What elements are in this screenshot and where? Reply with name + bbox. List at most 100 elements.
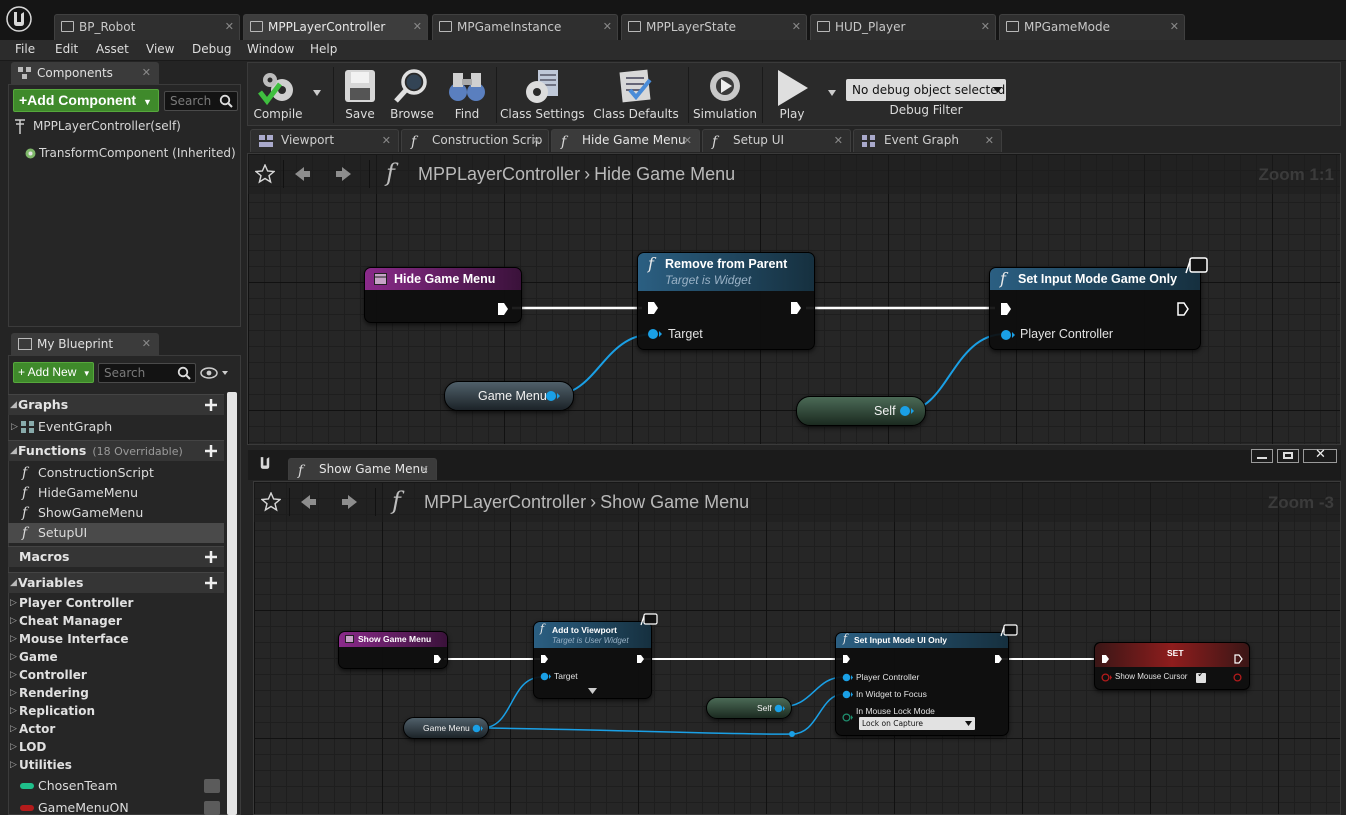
close-icon[interactable]: ✕ [141, 66, 151, 79]
minimize-window-button[interactable] [1251, 449, 1273, 463]
variable-item-chosenteam[interactable]: ChosenTeam [8, 776, 224, 796]
bool-pin-out[interactable] [1233, 673, 1243, 682]
simulation-button[interactable]: Simulation [692, 63, 758, 127]
chevron-down-icon[interactable] [827, 89, 837, 97]
object-pin-in[interactable] [842, 673, 854, 682]
object-pin-out[interactable] [545, 390, 561, 402]
object-pin-out[interactable] [899, 405, 915, 417]
tab-event-graph[interactable]: Event Graph ✕ [853, 129, 1002, 152]
function-item-setupui[interactable]: f SetupUI [8, 523, 224, 543]
exec-pin-out[interactable] [1234, 654, 1243, 664]
doc-tab-hud-player[interactable]: HUD_Player ✕ [810, 14, 996, 40]
show-mouse-cursor-checkbox[interactable]: ✓ [1196, 669, 1206, 683]
debug-object-select[interactable]: No debug object selected [846, 79, 1006, 101]
variable-category-game[interactable]: ▷Game [8, 648, 224, 666]
mouse-lock-mode-select[interactable]: Lock on Capture [859, 717, 975, 730]
bool-pin-in[interactable] [1101, 673, 1113, 682]
doc-tab-bp-robot[interactable]: BP_Robot ✕ [54, 14, 240, 40]
close-icon[interactable]: ✕ [419, 463, 429, 476]
close-icon[interactable]: ✕ [791, 20, 801, 33]
exec-pin-in[interactable] [842, 654, 851, 664]
menu-help[interactable]: Help [310, 42, 338, 56]
node-set-input-mode-ui-only[interactable]: f Set Input Mode UI Only Player Controll… [835, 632, 1009, 736]
browse-button[interactable]: Browse [386, 63, 438, 127]
visibility-eye-icon[interactable] [204, 801, 220, 815]
forward-arrow-icon[interactable] [334, 164, 354, 184]
back-arrow-icon[interactable] [292, 164, 312, 184]
graph-canvas-hide-game-menu[interactable]: f MPPLayerController›Hide Game Menu Zoom… [247, 153, 1341, 445]
star-icon[interactable] [255, 164, 275, 184]
close-icon[interactable]: ✕ [980, 20, 990, 33]
object-pin-in[interactable] [540, 672, 552, 681]
node-self[interactable]: Self [706, 697, 792, 719]
function-item-hidegamemenu[interactable]: f HideGameMenu [8, 483, 224, 503]
exec-pin-out[interactable] [994, 654, 1003, 664]
variable-category-utilities[interactable]: ▷Utilities [8, 756, 224, 774]
my-blueprint-scrollbar[interactable] [227, 392, 237, 815]
tab-construction-script[interactable]: f Construction Scrip ✕ [401, 129, 549, 152]
tab-hide-game-menu[interactable]: f Hide Game Menu ✕ [551, 129, 700, 152]
variable-category-player-controller[interactable]: ▷Player Controller [8, 594, 224, 612]
close-icon[interactable]: ✕ [682, 134, 692, 147]
find-button[interactable]: Find [441, 63, 493, 127]
exec-pin-out[interactable] [1177, 302, 1189, 316]
node-set-input-mode-game-only[interactable]: f Set Input Mode Game Only Player Contro… [989, 267, 1201, 350]
graphs-section-header[interactable]: ◢ Graphs [8, 394, 224, 415]
chevron-down-icon[interactable] [312, 89, 322, 97]
components-tab[interactable]: Components ✕ [11, 62, 159, 84]
doc-tab-mpgamemode[interactable]: MPGameMode ✕ [999, 14, 1185, 40]
component-item-transform[interactable]: TransformComponent (Inherited) [24, 146, 236, 160]
exec-pin-out[interactable] [636, 654, 645, 664]
close-icon[interactable]: ✕ [381, 134, 391, 147]
exec-pin-out[interactable] [497, 302, 509, 316]
exec-pin-in[interactable] [647, 301, 659, 315]
plus-icon[interactable] [204, 398, 218, 412]
close-icon[interactable]: ✕ [602, 20, 612, 33]
breadcrumb-root[interactable]: MPPLayerController [418, 164, 581, 184]
node-add-to-viewport[interactable]: f Add to Viewport Target is User Widget … [533, 621, 652, 699]
variable-category-mouse-interface[interactable]: ▷Mouse Interface [8, 630, 224, 648]
maximize-window-button[interactable] [1277, 449, 1299, 463]
menu-file[interactable]: File [15, 42, 36, 56]
variable-category-cheat-manager[interactable]: ▷Cheat Manager [8, 612, 224, 630]
menu-edit[interactable]: Edit [55, 42, 79, 56]
class-defaults-button[interactable]: Class Defaults [588, 63, 684, 127]
tab-setup-ui[interactable]: f Setup UI ✕ [702, 129, 851, 152]
add-new-button[interactable]: + Add New ▼ [13, 362, 94, 383]
view-options-eye-icon[interactable] [200, 366, 232, 380]
close-icon[interactable]: ✕ [833, 134, 843, 147]
back-arrow-icon[interactable] [298, 492, 318, 512]
doc-tab-mpplayerstate[interactable]: MPPLayerState ✕ [621, 14, 807, 40]
class-settings-button[interactable]: Class Settings [500, 63, 585, 127]
enum-pin-in[interactable] [842, 713, 854, 722]
my-blueprint-tab[interactable]: My Blueprint ✕ [11, 333, 159, 355]
my-blueprint-search-input[interactable]: Search [98, 363, 196, 383]
tab-show-game-menu[interactable]: f Show Game Menu ✕ [288, 458, 437, 480]
node-get-game-menu[interactable]: Game Menu [444, 381, 574, 411]
macros-section-header[interactable]: Macros [8, 546, 224, 567]
variables-section-header[interactable]: ◢ Variables [8, 572, 224, 593]
exec-pin-out[interactable] [790, 301, 802, 315]
expand-chevron-icon[interactable] [588, 688, 597, 694]
doc-tab-mpplayercontroller[interactable]: MPPLayerController ✕ [243, 14, 428, 40]
tab-viewport[interactable]: Viewport ✕ [250, 129, 399, 152]
component-item-self[interactable]: MPPLayerController(self) [13, 119, 181, 134]
visibility-eye-icon[interactable] [204, 779, 220, 793]
close-icon[interactable]: ✕ [224, 20, 234, 33]
close-window-button[interactable]: ✕ [1303, 447, 1337, 463]
breadcrumb-root[interactable]: MPPLayerController [424, 492, 587, 512]
node-show-game-menu-entry[interactable]: Show Game Menu [338, 631, 448, 669]
exec-pin-in[interactable] [540, 654, 549, 664]
components-search-input[interactable]: Search [164, 91, 238, 111]
close-icon[interactable]: ✕ [984, 134, 994, 147]
object-pin-in[interactable] [647, 328, 663, 340]
node-self[interactable]: Self [796, 396, 926, 426]
doc-tab-mpgameinstance[interactable]: MPGameInstance ✕ [432, 14, 618, 40]
functions-section-header[interactable]: ◢ Functions(18 Overridable) [8, 440, 224, 461]
graph-item-eventgraph[interactable]: ▷ EventGraph [8, 417, 224, 437]
menu-debug[interactable]: Debug [192, 42, 232, 56]
play-button[interactable]: Play [766, 63, 818, 127]
plus-icon[interactable] [204, 444, 218, 458]
variable-category-lod[interactable]: ▷LOD [8, 738, 224, 756]
exec-pin-out[interactable] [433, 654, 442, 664]
